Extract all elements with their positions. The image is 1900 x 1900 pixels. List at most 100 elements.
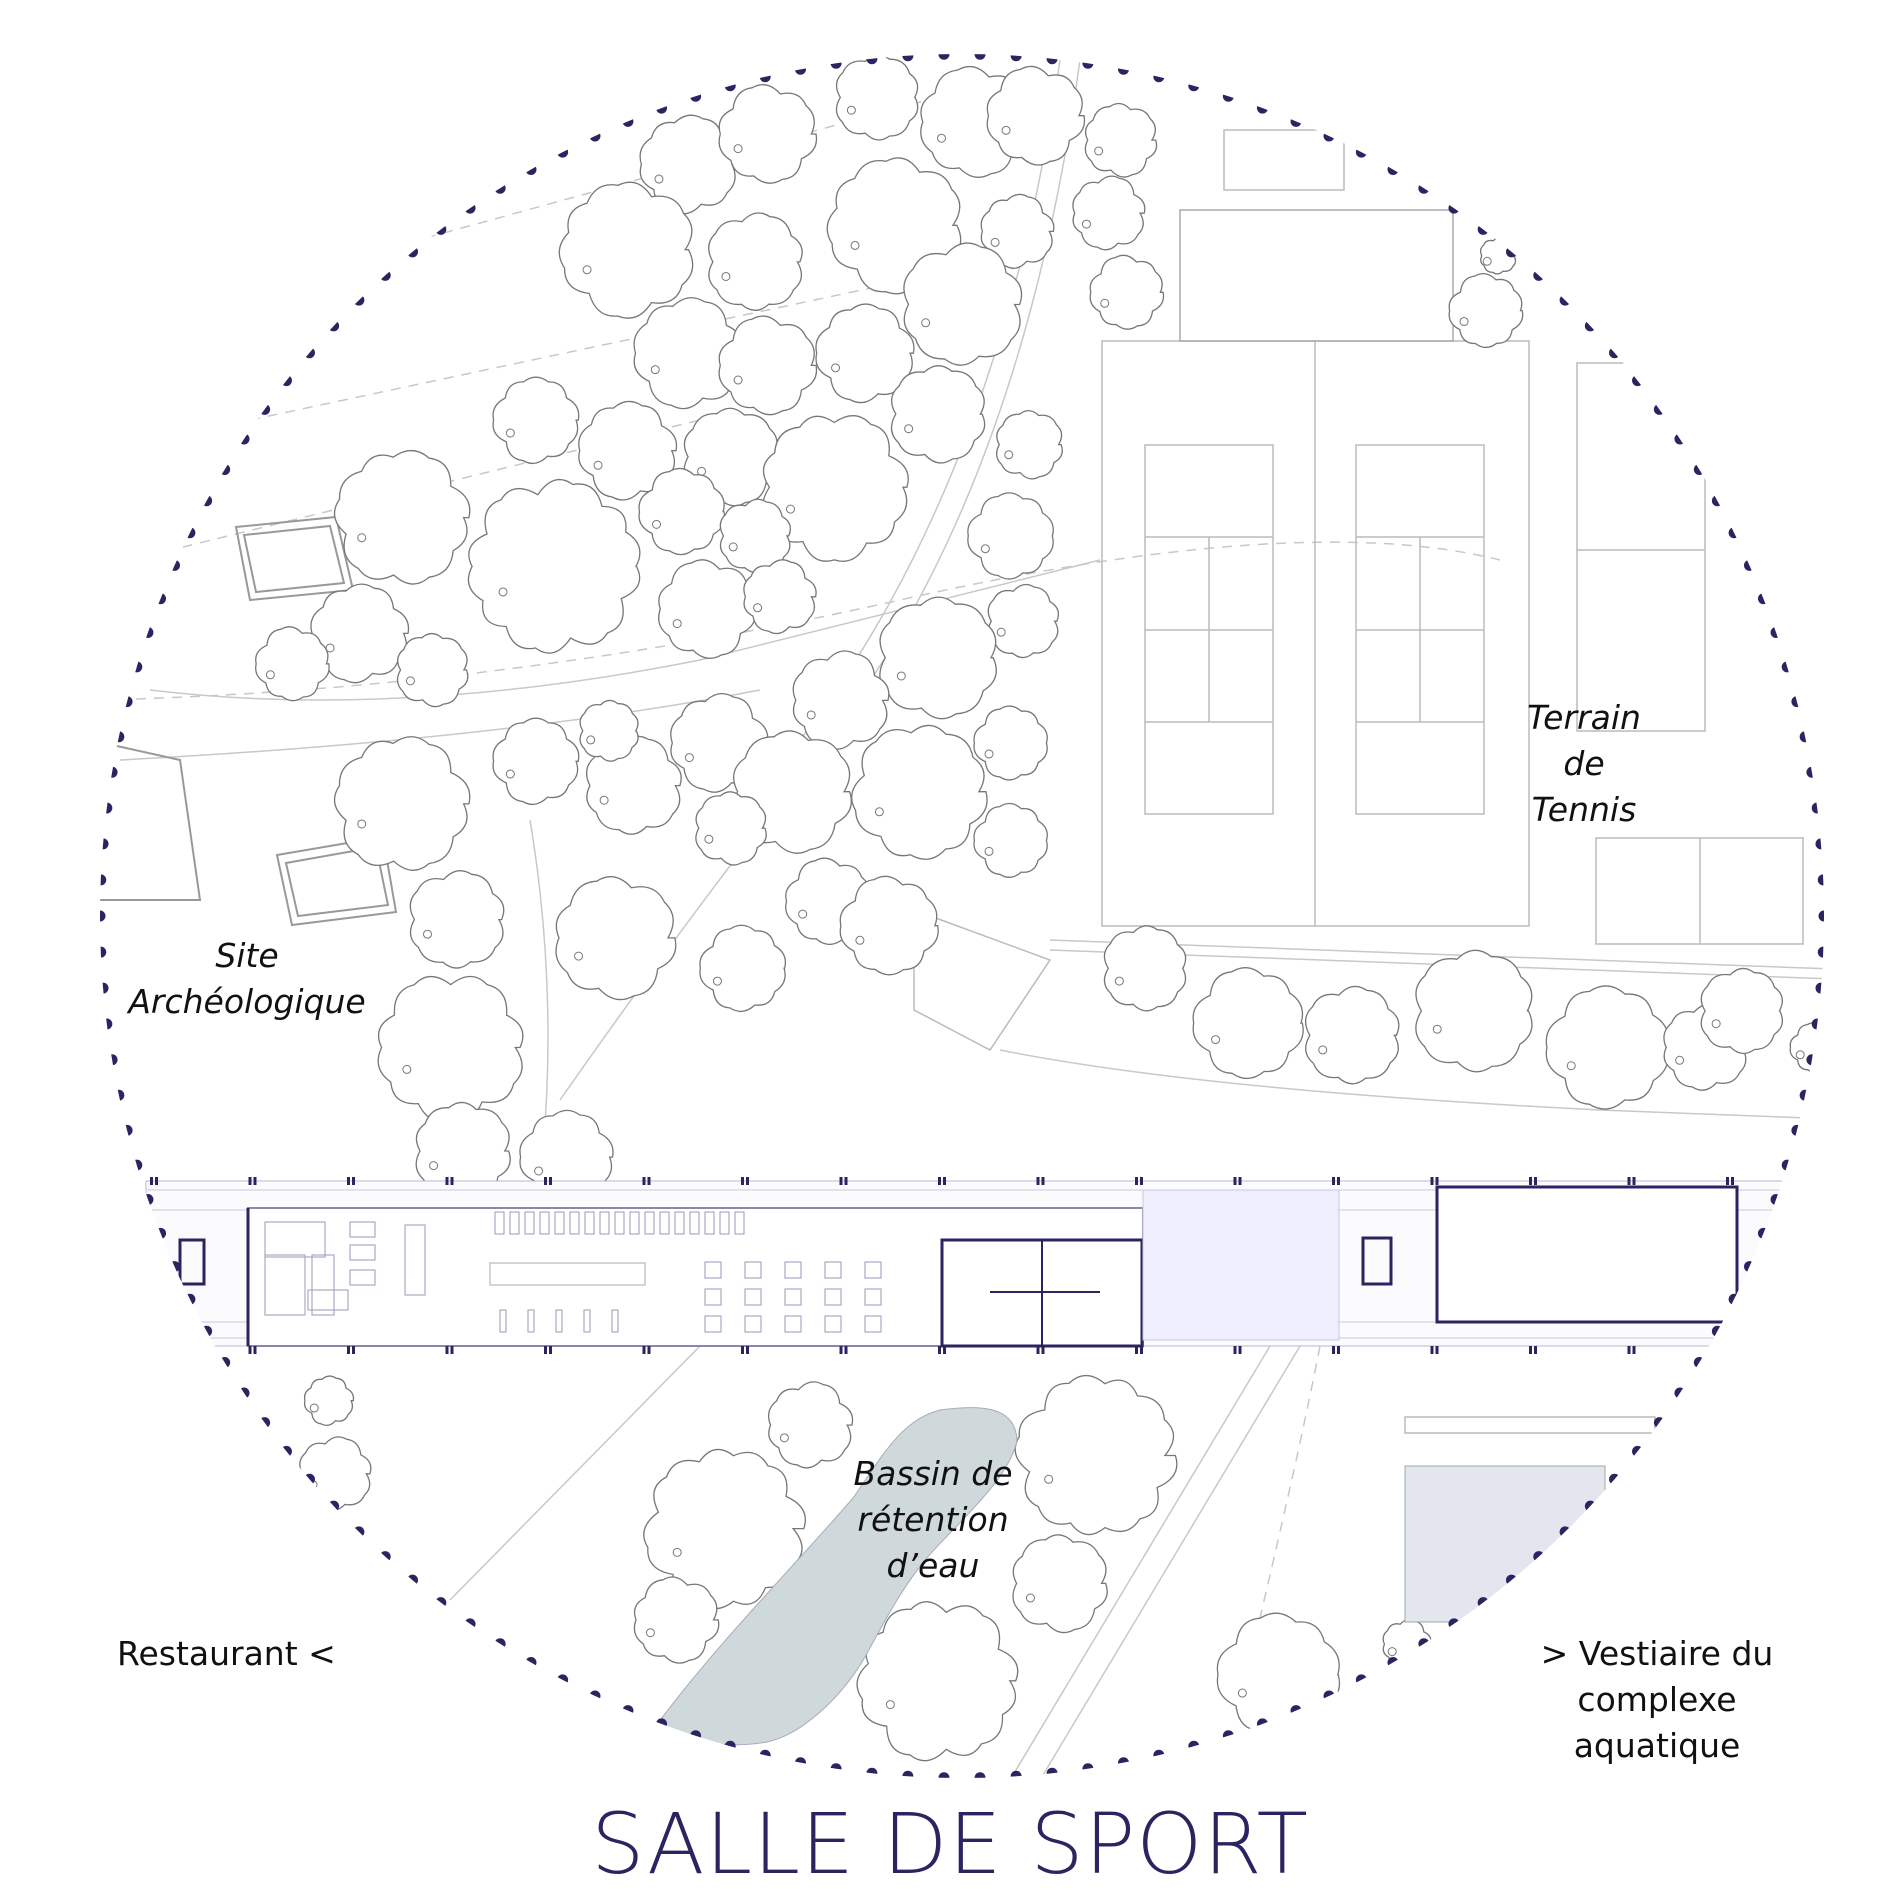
tree: [633, 1576, 720, 1664]
border-dot: [902, 1770, 914, 1778]
structural-post: [155, 1346, 158, 1354]
border-dot: [113, 1089, 125, 1101]
tree-trunk: [1044, 1474, 1054, 1484]
border-dot: [1653, 1417, 1665, 1429]
tree-trunk: [684, 753, 694, 763]
border-dot: [1387, 1657, 1399, 1669]
border-dot: [902, 54, 914, 62]
gym-machine: [499, 1309, 507, 1333]
tree: [767, 1381, 854, 1469]
tree-trunk: [650, 365, 660, 375]
tree: [377, 975, 524, 1123]
tree-trunk: [846, 105, 856, 115]
border-dot: [525, 163, 537, 175]
border-dot: [1711, 495, 1723, 507]
structural-post: [347, 1177, 350, 1185]
structural-post: [741, 1346, 744, 1354]
tree-trunk: [753, 603, 763, 613]
tree-trunk: [1432, 1024, 1442, 1034]
border-dot: [407, 1574, 419, 1586]
tree: [973, 802, 1048, 878]
border-dot: [794, 63, 806, 75]
border-dot: [100, 874, 107, 886]
border-dot: [974, 1772, 986, 1778]
border-dot: [1046, 1767, 1058, 1778]
tree-trunk: [498, 587, 508, 597]
archaeological-ruins: [100, 515, 398, 927]
gym-machine: [555, 1309, 563, 1333]
border-dot: [169, 559, 181, 571]
structural-post: [844, 1346, 848, 1354]
tree-trunk: [1025, 1593, 1035, 1603]
gym-machine: [569, 1211, 580, 1235]
structural-post: [450, 1346, 454, 1354]
tree: [1700, 967, 1784, 1055]
structural-post: [150, 1346, 153, 1354]
border-dot: [724, 1740, 736, 1752]
tree: [835, 54, 919, 141]
tree-trunk: [505, 769, 515, 779]
border-dot: [494, 182, 506, 194]
border-dot: [1448, 202, 1460, 214]
structural-post: [938, 1177, 941, 1185]
border-dot: [724, 80, 736, 92]
tree-trunk: [574, 951, 584, 961]
structural-post: [1534, 1346, 1537, 1354]
tree-trunk: [586, 735, 596, 745]
tree: [643, 1448, 806, 1610]
structural-post: [943, 1177, 946, 1185]
gym-machine: [644, 1211, 655, 1235]
structural-post: [839, 1346, 843, 1354]
tree: [1072, 175, 1146, 251]
label-line: de: [1563, 744, 1605, 783]
structural-post: [1731, 1346, 1734, 1354]
border-dot: [155, 593, 167, 605]
border-dot: [1323, 1690, 1335, 1702]
border-dot: [435, 223, 447, 235]
border-dot: [1757, 593, 1769, 605]
border-dot: [938, 54, 950, 60]
border-dot: [201, 1325, 213, 1337]
gym-machine: [784, 1261, 802, 1279]
tree-trunk: [885, 1700, 895, 1710]
structural-post: [544, 1346, 547, 1354]
structural-post: [450, 1177, 454, 1185]
tree-trunk: [904, 424, 914, 434]
structural-post: [1632, 1346, 1636, 1354]
tree: [879, 596, 997, 720]
tree: [658, 559, 757, 659]
tree: [492, 717, 580, 806]
structural-post: [1135, 1346, 1138, 1354]
tree: [890, 365, 986, 464]
tree-trunk: [654, 174, 664, 184]
tree: [762, 415, 909, 562]
border-dot: [1632, 1445, 1644, 1457]
structural-post: [1036, 1346, 1040, 1354]
label-line: Bassin de: [853, 1454, 1013, 1493]
border-dot: [1743, 559, 1755, 571]
border-dot: [259, 403, 271, 415]
tree: [633, 297, 745, 410]
border-dot: [328, 320, 340, 332]
gym-machine: [539, 1211, 550, 1235]
border-dot: [1477, 1597, 1489, 1609]
border-dot: [1082, 57, 1094, 69]
border-dot: [1222, 90, 1234, 102]
tree: [792, 650, 890, 750]
tree: [333, 449, 471, 585]
equipment-area: [311, 1254, 335, 1316]
tree-trunk: [712, 976, 722, 986]
tree: [699, 924, 787, 1013]
tree: [1084, 102, 1158, 178]
border-dot: [238, 433, 250, 445]
border-dot: [353, 1526, 365, 1538]
border-dot: [184, 1293, 196, 1305]
tree: [995, 410, 1063, 480]
tree-trunk: [1094, 146, 1104, 156]
border-dot: [259, 1417, 271, 1429]
border-dot: [1584, 1500, 1596, 1512]
tree-trunk: [921, 318, 931, 328]
border-dot: [690, 1730, 702, 1742]
border-dot: [1290, 115, 1302, 127]
tree: [555, 876, 677, 1001]
